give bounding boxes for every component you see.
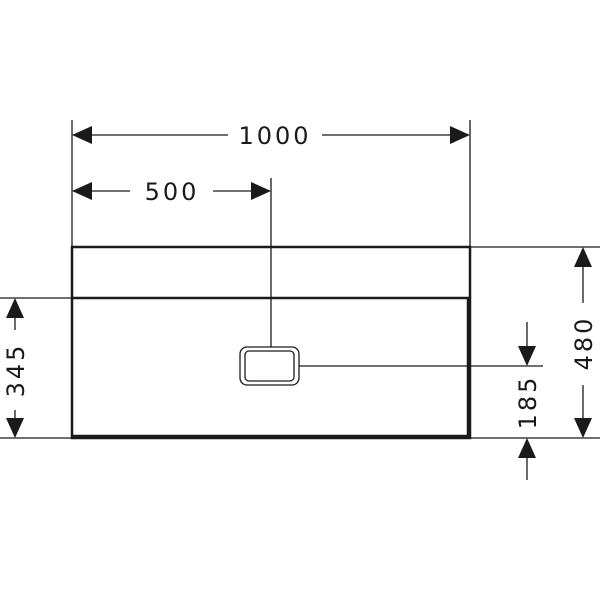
dimension-label: 185 — [514, 375, 542, 430]
dimension-overall-height: 480 — [570, 247, 598, 438]
dimension-label: 345 — [2, 343, 30, 398]
dimension-drain-height: 185 — [514, 322, 542, 480]
dimension-label: 480 — [570, 316, 598, 371]
dimension-label: 500 — [145, 178, 200, 206]
drain-icon — [239, 346, 300, 386]
dimension-front-height: 345 — [2, 298, 30, 438]
dimension-label: 1000 — [238, 122, 311, 150]
dimension-overall-width: 1000 — [72, 122, 470, 150]
dimension-drain-offset: 500 — [72, 178, 271, 206]
extension-lines — [0, 120, 600, 439]
